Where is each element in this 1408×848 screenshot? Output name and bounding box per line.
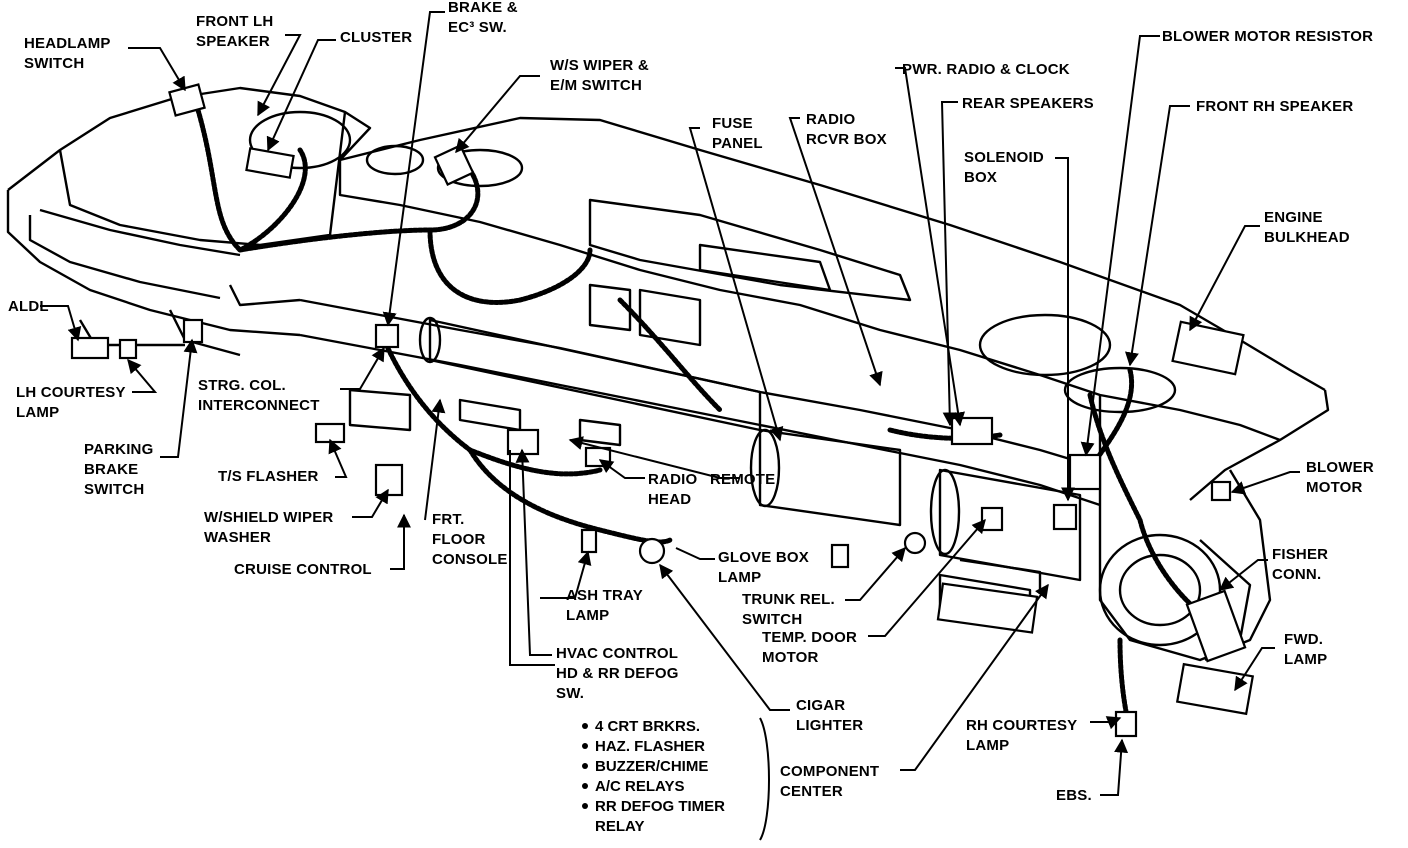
label-strg-col-interconnect: STRG. COL.INTERCONNECT	[198, 377, 320, 414]
list-item: BUZZER/CHIME	[582, 757, 725, 777]
label-ws-wiper-em-switch: W/S WIPER &E/M SWITCH	[550, 57, 649, 94]
bullet-icon	[582, 723, 588, 730]
bullet-icon	[582, 763, 588, 770]
list-item: RR DEFOG TIMER	[582, 797, 725, 817]
list-item: HAZ. FLASHER	[582, 737, 725, 757]
label-ebs: EBS.	[1056, 787, 1092, 804]
bullet-icon	[582, 803, 588, 810]
label-cluster: CLUSTER	[340, 29, 413, 46]
bullet-icon	[582, 783, 588, 790]
wiring-harness	[192, 97, 1213, 733]
list-item: A/C RELAYS	[582, 777, 725, 797]
label-remote: REMOTE	[710, 471, 776, 488]
label-front-rh-speaker: FRONT RH SPEAKER	[1196, 98, 1354, 115]
list-item: RELAY	[595, 818, 645, 835]
label-brake-ec-switch: BRAKE &EC³ SW.	[448, 0, 518, 36]
label-ts-flasher: T/S FLASHER	[218, 468, 319, 485]
label-pwr-radio-clock: PWR. RADIO & CLOCK	[902, 61, 1070, 78]
label-blower-motor-resistor: BLOWER MOTOR RESISTOR	[1162, 28, 1374, 45]
label-aldl: ALDL	[8, 298, 49, 315]
label-fwd-lamp: FWD.LAMP	[1284, 631, 1328, 668]
label-cruise-control: CRUISE CONTROL	[234, 561, 372, 578]
leader-lines	[40, 11, 1300, 841]
label-rear-speakers: REAR SPEAKERS	[962, 95, 1094, 112]
component-center-list: 4 CRT BRKRS. HAZ. FLASHER BUZZER/CHIME A…	[582, 717, 725, 837]
list-item: 4 CRT BRKRS.	[582, 717, 725, 737]
bullet-icon	[582, 743, 588, 750]
label-trunk-rel-switch: TRUNK REL.SWITCH	[742, 591, 835, 628]
